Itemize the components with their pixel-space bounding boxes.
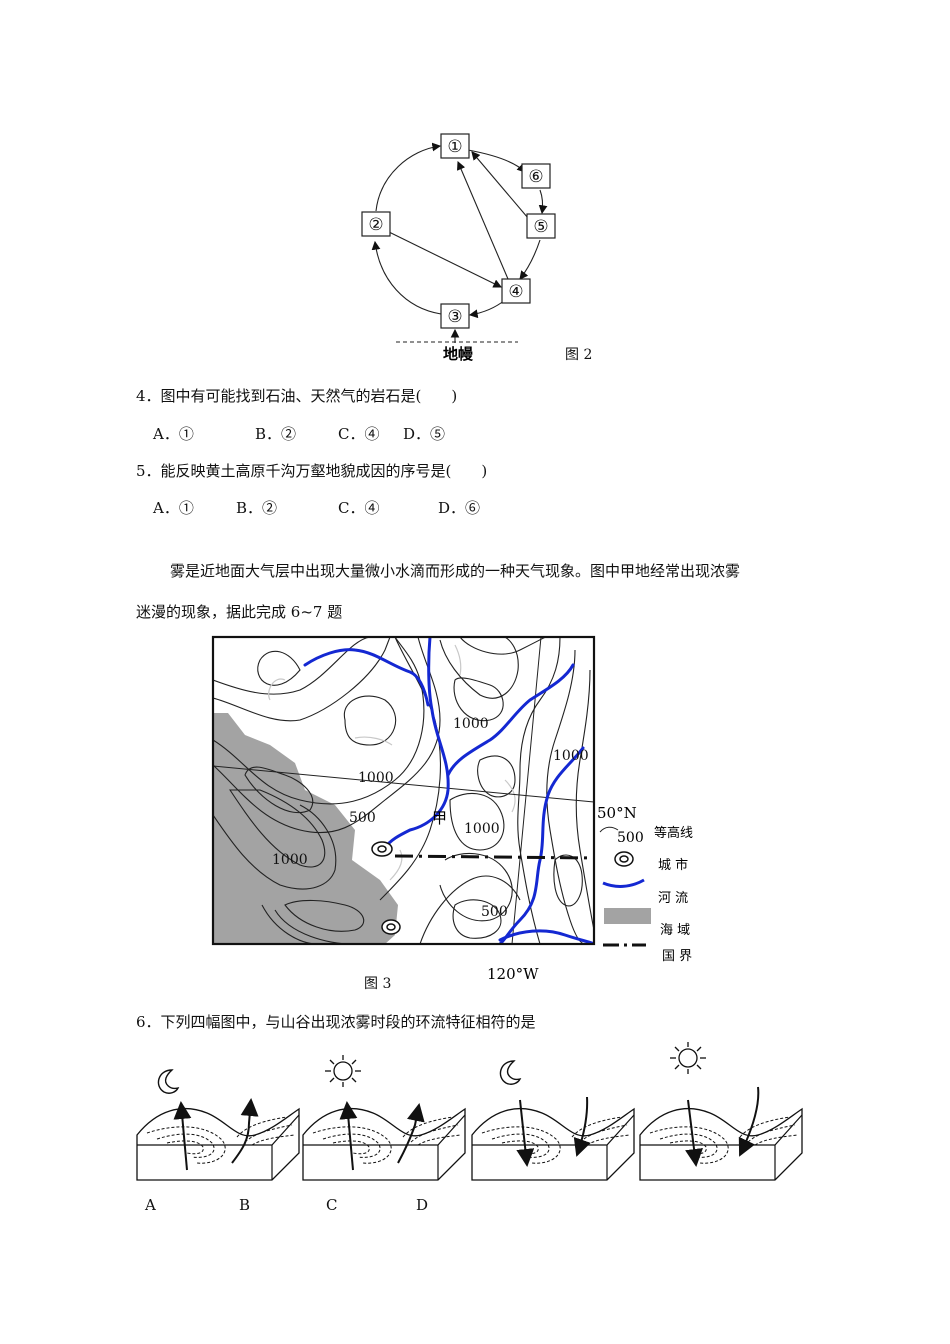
q6-option-a: A [145,1196,156,1214]
moon-icon-c [499,1060,521,1085]
intro-line-1: 雾是近地面大气层中出现大量微小水滴而形成的一种天气现象。图中甲地经常出现浓雾 [170,562,741,580]
node-box-3 [440,303,470,329]
q5-stem: 5．能反映黄土高原千沟万壑地貌成因的序号是( ) [136,462,488,480]
legend-river-swatch [602,878,645,888]
node-1-label: ① [447,137,462,157]
q6-stem: 6．下列四幅图中，与山谷出现浓雾时段的环流特征相符的是 [136,1013,536,1031]
q6-option-c: C [326,1196,338,1214]
q4-stem: 4．图中有可能找到石油、天然气的岩石是( ) [136,387,458,405]
parallel-50n [213,765,594,803]
node-6-label: ⑥ [528,167,543,187]
diagram-c [471,1096,635,1181]
city-marker-1 [371,841,393,857]
map-legend: 500 等高线 城 市 河 流 海 域 国 界 [599,825,693,964]
legend-border-label: 国 界 [662,949,692,964]
q5-option-b: B．② [236,499,278,517]
contour-label-2: 1000 [553,748,589,764]
q4-option-a: A．① [153,425,194,443]
contour-label-5: 1000 [464,821,500,837]
city-marker-2 [381,919,401,935]
q5-option-c: C．④ [338,499,380,517]
contour-label-6: 1000 [272,852,308,868]
river-northwest [303,648,430,707]
river-south [498,929,594,944]
longitude-label: 120°W [487,965,539,983]
national-border [394,854,594,860]
q5-option-d: D．⑥ [438,499,481,517]
node-2-label: ② [368,215,383,235]
node-box-2 [361,211,391,237]
legend-contour-label: 等高线 [654,825,693,841]
legend-city-label: 城 市 [658,857,688,873]
legend-sea-swatch [604,908,651,924]
contour-label-1: 1000 [453,716,489,732]
node-4-label: ④ [508,282,523,302]
node-5-label: ⑤ [533,217,548,237]
figure3-caption: 图 3 [364,976,392,992]
node-box-6 [521,163,551,189]
map-frame [211,635,596,946]
river-main [383,637,450,850]
q4-option-b: B．② [255,425,297,443]
arrow-4-to-1 [456,160,509,280]
latitude-label: 50°N [597,804,637,822]
q6-option-b: B [239,1196,251,1214]
legend-contour-swatch [599,826,619,833]
river-east [498,746,585,944]
meridian-120w [511,637,542,944]
arc-6-to-5 [538,189,548,215]
q4-option-c: C．④ [338,425,380,443]
legend-river-label: 河 流 [658,891,688,906]
node-box-4 [501,278,531,304]
arc-2-to-1 [375,142,442,212]
arc-5-to-4 [519,239,541,280]
river-northeast [446,663,575,777]
contour-label-3: 1000 [358,770,394,786]
q5-option-a: A．① [153,499,194,517]
q6-option-d: D [416,1196,429,1214]
legend-contour-value: 500 [617,830,644,846]
sun-icon-b [324,1054,362,1088]
sun-icon-d [669,1041,707,1075]
mantle-label: 地幔 [443,345,474,363]
moon-icon-a [157,1069,179,1094]
intro-line-2: 迷漫的现象，据此完成 6~7 题 [136,603,343,621]
arrow-5-to-1 [471,151,529,219]
figure2-caption: 图 2 [565,347,593,363]
node-3-label: ③ [447,307,462,327]
place-jia: 甲 [432,809,447,827]
q4-option-d: D．⑤ [403,425,446,443]
legend-sea-label: 海 域 [660,923,690,938]
legend-city-icon [614,851,634,867]
contour-label-7: 500 [481,904,508,920]
diagram-a [136,1098,300,1181]
contour-label-4: 500 [349,810,376,826]
diagram-d [639,1086,803,1181]
node-box-5 [526,213,556,239]
arc-3-to-2 [371,240,442,315]
diagram-b [302,1101,466,1181]
node-box-1 [440,133,470,159]
arrow-2-to-4 [388,231,502,288]
